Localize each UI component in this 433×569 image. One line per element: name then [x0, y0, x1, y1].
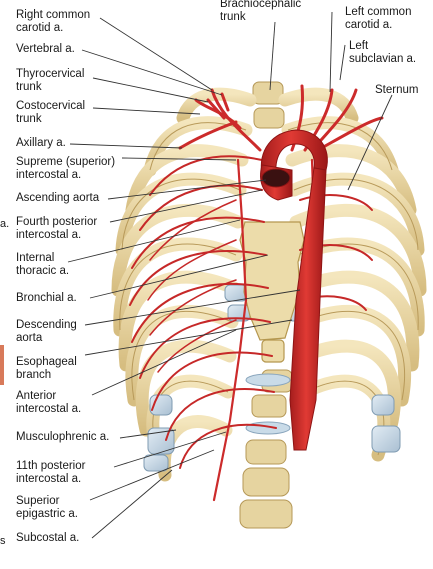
- sternum: [239, 221, 305, 363]
- label-fourth-posterior-intercostal: Fourth posterior intercostal a.: [16, 216, 98, 241]
- posterior-intercostal-arteries: [129, 155, 277, 469]
- cropped-left-image-edge: [0, 345, 4, 385]
- leader-lines: [67, 11, 393, 539]
- edge-fragment-left-bottom: s: [0, 535, 6, 547]
- edge-fragment-left-mid: a.: [0, 218, 10, 230]
- label-supreme-intercostal: Supreme (superior) intercostal a.: [16, 156, 116, 181]
- label-musculophrenic: Musculophrenic a.: [16, 431, 110, 443]
- label-brachiocephalic-trunk: Brachiocephalic trunk: [220, 0, 302, 23]
- label-right-common-carotid: Right common carotid a.: [16, 9, 91, 34]
- vertebral-column: [239, 81, 293, 529]
- label-ascending-aorta: Ascending aorta: [16, 192, 100, 204]
- label-thyrocervical-trunk: Thyrocervical trunk: [16, 68, 85, 93]
- label-descending-aorta: Descending aorta: [16, 319, 77, 344]
- label-left-subclavian: Left subclavian a.: [349, 40, 417, 65]
- label-left-common-carotid: Left common carotid a.: [345, 6, 412, 31]
- label-bronchial: Bronchial a.: [16, 292, 77, 304]
- label-axillary: Axillary a.: [16, 137, 66, 149]
- label-anterior-intercostal: Anterior intercostal a.: [16, 390, 82, 415]
- descending-aorta-shape: [289, 167, 327, 451]
- label-costocervical-trunk: Costocervical trunk: [16, 100, 86, 125]
- label-superior-epigastric: Superior epigastric a.: [16, 495, 79, 520]
- label-subcostal: Subcostal a.: [16, 532, 80, 544]
- label-eleventh-posterior-intercostal: 11th posterior intercostal a.: [16, 460, 86, 485]
- label-internal-thoracic: Internal thoracic a.: [16, 252, 70, 277]
- label-esophageal-branch: Esophageal branch: [16, 356, 77, 381]
- aorta: [260, 129, 328, 451]
- label-vertebral: Vertebral a.: [16, 43, 75, 55]
- label-sternum: Sternum: [375, 84, 419, 96]
